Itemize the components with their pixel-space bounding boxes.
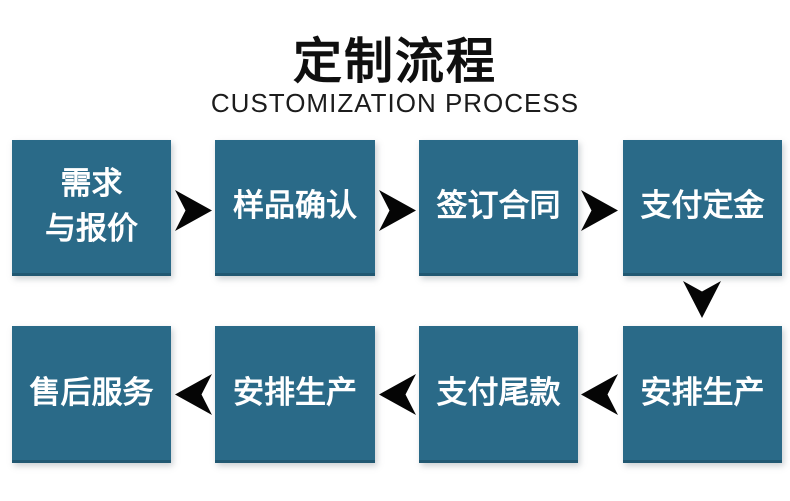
step-box-sign-contract: 签订合同 [419, 140, 578, 276]
step-label: 售后服务 [29, 374, 154, 410]
step-box-pay-balance: 支付尾款 [419, 326, 578, 463]
arrow-right-icon [581, 190, 618, 231]
step-box-after-sales-service: 售后服务 [12, 326, 171, 463]
step-label: 样品确认 [233, 188, 357, 224]
step-label: 安排生产 [233, 374, 357, 410]
step-box-sample-confirmation: 样品确认 [215, 140, 375, 276]
arrow-left-icon [581, 374, 618, 415]
step-label: 安排生产 [640, 374, 765, 410]
arrow-right-icon [175, 190, 212, 231]
step-box-arrange-production-2: 安排生产 [215, 326, 375, 463]
page-subtitle: CUSTOMIZATION PROCESS [210, 88, 580, 118]
step-label: 与报价 [45, 210, 138, 246]
arrow-left-icon [379, 374, 416, 415]
step-box-pay-deposit: 支付定金 [623, 140, 782, 276]
page-title: 定制流程 [292, 35, 497, 89]
step-label: 支付尾款 [436, 374, 561, 410]
step-label: 支付定金 [640, 188, 765, 224]
arrow-down-icon [683, 281, 721, 318]
step-box-demand-and-quote: 需求 与报价 [12, 140, 171, 276]
step-label: 需求 [60, 165, 123, 201]
arrow-right-icon [379, 190, 416, 231]
arrow-left-icon [175, 374, 212, 415]
step-label: 签订合同 [436, 188, 561, 224]
step-box-arrange-production-1: 安排生产 [623, 326, 782, 463]
